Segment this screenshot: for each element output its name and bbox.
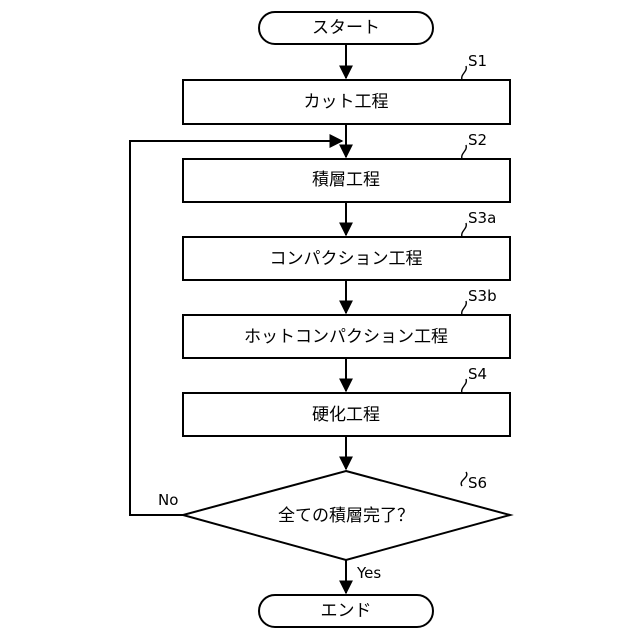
s6-step-label: S6	[468, 474, 487, 492]
s4-step-label: S4	[468, 365, 487, 383]
s6-leader	[461, 472, 467, 486]
s1-step-label: S1	[468, 52, 487, 70]
s2-leader	[462, 145, 467, 159]
start-label: スタート	[312, 18, 380, 38]
hot-compaction-process-label: ホットコンパクション工程	[244, 327, 448, 347]
s3b-step-label: S3b	[468, 287, 497, 305]
cure-process-label: 硬化工程	[312, 405, 380, 425]
s3b-leader	[462, 301, 467, 315]
compaction-process-label: コンパクション工程	[270, 249, 423, 269]
s3a-leader	[462, 223, 467, 237]
s4-leader	[462, 379, 467, 393]
s3a-step-label: S3a	[468, 209, 496, 227]
decision-label: 全ての積層完了？	[278, 506, 414, 526]
end-label: エンド	[321, 601, 372, 621]
s2-step-label: S2	[468, 131, 487, 149]
yes-branch-label: Yes	[356, 564, 381, 582]
laminate-process-label: 積層工程	[312, 170, 380, 190]
no-branch-label: No	[158, 491, 178, 509]
cut-process-label: カット工程	[304, 92, 389, 112]
s1-leader	[462, 66, 467, 80]
